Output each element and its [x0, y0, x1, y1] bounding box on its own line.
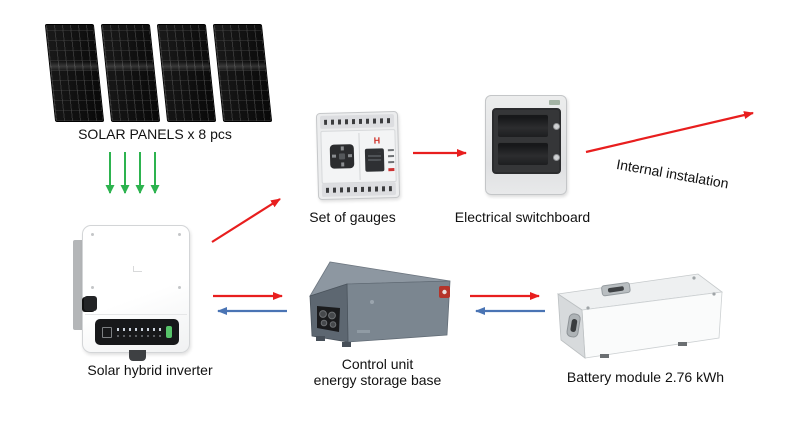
solar-panel — [44, 24, 105, 122]
led-indicators — [117, 328, 165, 331]
inverter-seam — [85, 314, 187, 315]
gauges-label: Set of gauges — [309, 209, 396, 225]
meter-screen — [364, 148, 385, 172]
battery-module — [556, 273, 724, 359]
power-connector-icon — [319, 310, 327, 318]
battery-label: Battery module 2.76 kWh — [566, 369, 725, 385]
inverter-wifi-antenna — [84, 296, 97, 311]
box-foot — [342, 342, 351, 347]
meter-face: H — [320, 129, 397, 184]
solar-hybrid-inverter — [82, 225, 190, 353]
control-unit-label: Control unit energy storage base — [313, 356, 442, 388]
solar-panel — [212, 24, 273, 122]
breaker-window — [498, 114, 548, 137]
model-sticker — [357, 330, 370, 333]
switchboard-to-installation-arrow — [585, 111, 754, 154]
led-labels — [117, 335, 165, 337]
screw-icon — [178, 233, 181, 236]
inverter-mount-bracket — [73, 240, 84, 330]
power-led-icon — [166, 326, 172, 338]
connector-recess — [317, 306, 340, 332]
brand-logo: H — [373, 135, 381, 146]
inverter-display-panel — [95, 319, 179, 345]
screw-icon — [586, 306, 590, 310]
electrical-switchboard — [485, 95, 567, 195]
switchboard-label: Electrical switchboard — [454, 209, 591, 225]
screw-icon — [91, 286, 94, 289]
screw-icon — [178, 286, 181, 289]
inverter-bottom-connector — [129, 350, 146, 361]
side-grip-slot — [566, 313, 581, 338]
screw-icon — [692, 276, 696, 280]
inverter-label: Solar hybrid inverter — [87, 362, 213, 378]
power-connector-icon — [320, 319, 328, 327]
inverter-to-gauges-arrow — [211, 198, 281, 243]
set-of-gauges-meter: H — [315, 110, 401, 201]
power-connector-icon — [329, 321, 337, 328]
internal-installation-label: Internal instalation — [615, 156, 730, 192]
switchboard-sticker — [549, 100, 560, 105]
screw-icon — [370, 300, 374, 304]
box-foot — [600, 354, 609, 358]
display-icon — [102, 327, 112, 338]
inverter-logo-mark — [133, 266, 142, 272]
switchboard-cover — [492, 108, 561, 174]
screw-icon — [91, 233, 94, 236]
badge-emblem-icon — [442, 289, 447, 295]
terminal-strip — [319, 114, 395, 129]
terminal-strip — [321, 182, 397, 197]
screw-icon — [712, 292, 716, 296]
breaker-window — [498, 142, 548, 165]
power-connector-icon — [328, 311, 336, 320]
solar-panels-label: SOLAR PANELS x 8 pcs — [78, 126, 232, 142]
carry-handle — [601, 282, 631, 297]
divider — [358, 132, 361, 180]
solar-panel — [100, 24, 161, 122]
control-unit-energy-storage-base — [309, 261, 451, 347]
dpad-buttons-icon — [329, 144, 355, 169]
screw-icon — [553, 123, 560, 130]
box-foot — [316, 336, 325, 341]
box-foot — [678, 342, 687, 346]
solar-panel — [156, 24, 217, 122]
screw-icon — [553, 154, 560, 161]
meter-side-marks — [387, 148, 395, 172]
